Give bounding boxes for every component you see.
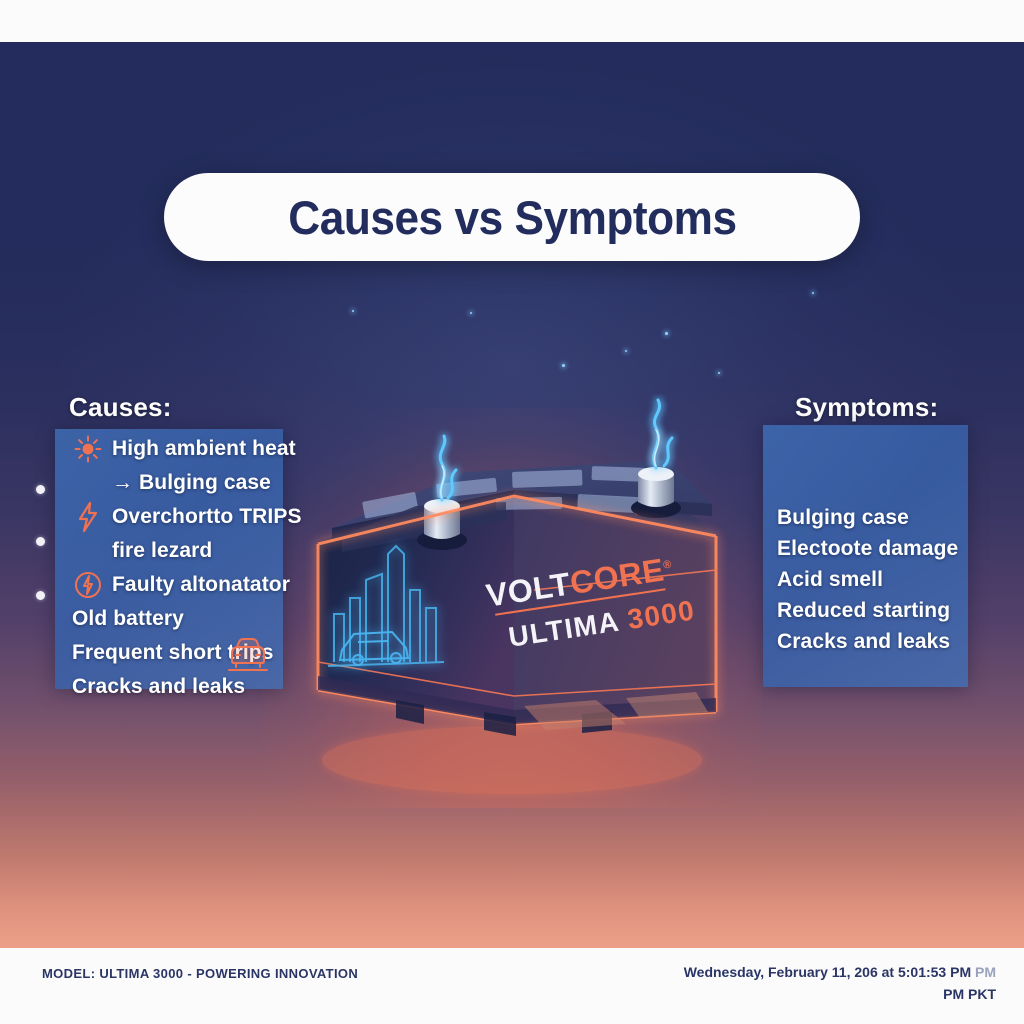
- battery-illustration: VOLTCORE® ULTIMA 3000: [262, 394, 762, 808]
- symptom-item-1[interactable]: Bulging case: [777, 505, 909, 529]
- cause-item-3-label: Overchortto TRIPS: [112, 505, 302, 528]
- footer-timestamp: Wednesday, February 11, 206 at 5:01:53 P…: [684, 962, 996, 1005]
- causes-bullet-3: [36, 591, 45, 600]
- cause-item-3[interactable]: Overchortto TRIPS: [55, 500, 301, 534]
- cause-item-1-label: High ambient heat: [112, 437, 296, 460]
- sun-icon: [69, 432, 107, 466]
- title-pill: Causes vs Symptoms: [164, 173, 860, 261]
- cause-item-4-label: fire lezard: [112, 539, 213, 562]
- page-title: Causes vs Symptoms: [287, 190, 737, 244]
- symptom-item-4[interactable]: Reduced starting: [777, 598, 951, 622]
- symptom-item-5[interactable]: Cracks and leaks: [777, 629, 951, 653]
- footer-timestamp-line-1: Wednesday, February 11, 206 at 5:01:53 P…: [684, 962, 996, 984]
- causes-list: High ambient heat → Bulging case Overcho…: [55, 432, 301, 704]
- symptoms-list: Bulging case Electoote damage Acid smell…: [777, 502, 977, 657]
- footer-timestamp-main: Wednesday, February 11, 206 at 5:01:53 P…: [683, 964, 972, 980]
- causes-bullet-2: [36, 537, 45, 546]
- footer-timestamp-suffix: PM: [975, 964, 996, 980]
- cause-item-6[interactable]: Old battery: [55, 602, 295, 636]
- cause-item-2[interactable]: → Bulging case: [55, 466, 295, 500]
- symptoms-panel: [763, 425, 968, 687]
- cause-item-7-label: Frequent short trips: [72, 641, 274, 664]
- alternator-icon: [69, 568, 107, 602]
- causes-heading: Causes:: [69, 392, 172, 422]
- lightning-bolt-icon: [69, 500, 107, 534]
- car-front-icon: [226, 635, 270, 675]
- footer-model-text: MODEL: ULTIMA 3000 - POWERING INNOVATION: [42, 966, 359, 981]
- cause-item-5-label: Faulty altonatator: [112, 573, 290, 596]
- cause-item-5[interactable]: Faulty altonatator: [55, 568, 295, 602]
- symptoms-heading: Symptoms:: [795, 392, 939, 422]
- causes-bullet-1: [36, 485, 45, 494]
- causes-panel: [55, 429, 283, 689]
- poster-stage: VOLTCORE® ULTIMA 3000 Causes vs Symptoms…: [0, 42, 1024, 948]
- cause-item-2-label: → Bulging case: [112, 471, 271, 494]
- symptom-item-3[interactable]: Acid smell: [777, 567, 884, 591]
- symptom-item-2[interactable]: Electoote damage: [777, 536, 959, 560]
- footer-timestamp-line-2: PM PKT: [943, 985, 996, 1002]
- cause-item-4[interactable]: fire lezard: [55, 534, 295, 568]
- battery-vector: [316, 398, 718, 794]
- cause-item-8[interactable]: Cracks and leaks: [55, 670, 295, 704]
- cause-item-7[interactable]: Frequent short trips: [55, 636, 295, 670]
- cause-item-8-label: Cracks and leaks: [72, 675, 246, 698]
- cause-item-1[interactable]: High ambient heat: [55, 432, 296, 466]
- cause-item-6-label: Old battery: [72, 607, 184, 630]
